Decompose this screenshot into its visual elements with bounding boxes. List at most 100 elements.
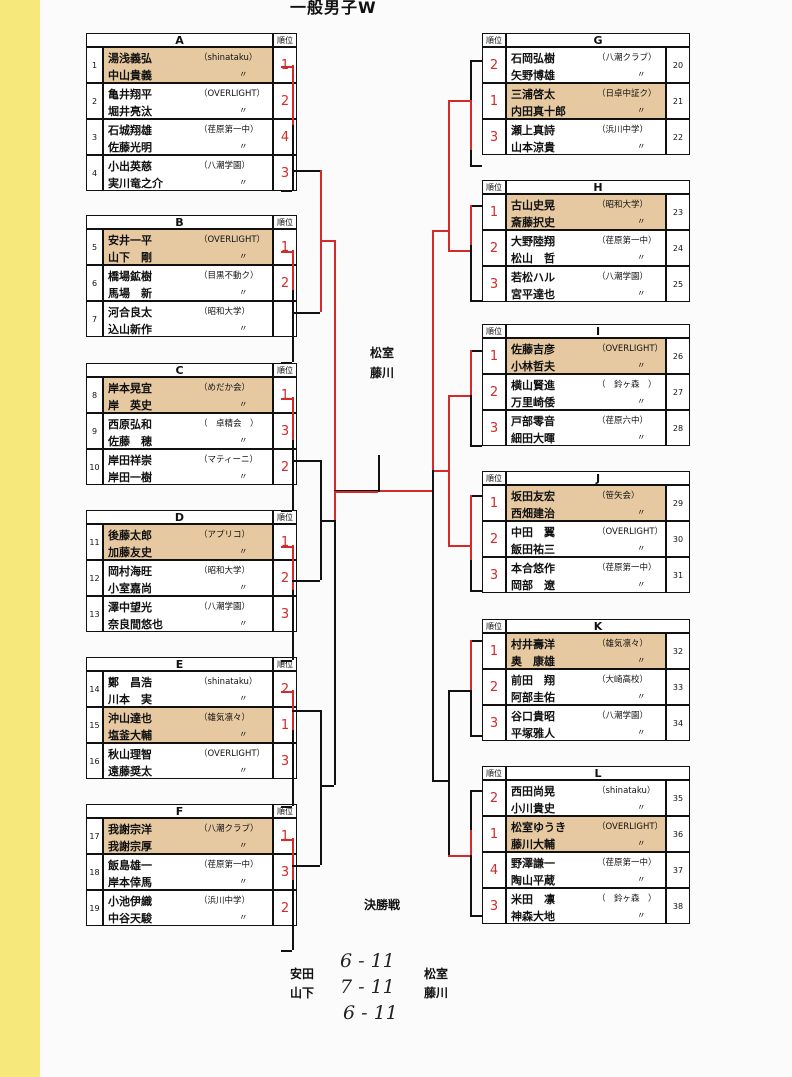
team-1-name: （荏原第一中） [199, 860, 259, 870]
pair-number: 26 [666, 338, 690, 374]
bracket-line [281, 691, 292, 693]
bracket-line [292, 398, 294, 510]
player-2-name: 馬場 新 [108, 287, 152, 300]
team-1-name: （八潮クラブ） [597, 53, 657, 63]
team-2-name: 〃 [637, 106, 646, 116]
player-2-name: 陶山平蔵 [511, 874, 555, 887]
team-2-name: 〃 [637, 508, 646, 518]
team-1-name: （雄気凛々） [597, 639, 649, 649]
bracket-line [320, 240, 334, 242]
rank-header: 順位 [482, 619, 506, 633]
player-2-name: 阿部圭佑 [511, 691, 555, 704]
pair-number: 17 [86, 818, 103, 854]
bracket-line [281, 362, 292, 364]
pair-number: 30 [666, 521, 690, 557]
bracket-line [378, 455, 380, 492]
final-right-pair: 松室 藤川 [416, 965, 456, 1001]
player-2-name: 中山貴義 [108, 69, 152, 82]
team-1-name: （浜川中学） [199, 896, 251, 906]
team-2-name: 〃 [637, 361, 646, 371]
pair-entry: 鄭 昌浩川本 実（shinataku）〃 [103, 671, 273, 707]
player-1-name: 岸田祥崇 [108, 454, 152, 467]
final-score-2: 7 - 11 [340, 976, 395, 998]
player-1-name: 村井壽洋 [511, 638, 555, 651]
bracket-line [281, 839, 292, 841]
team-1-name: （日卓中証ク） [597, 89, 657, 99]
rank-header: 順位 [482, 471, 506, 485]
player-2-name: 加藤友史 [108, 546, 152, 559]
pair-number: 14 [86, 671, 103, 707]
pair-number: 1 [86, 47, 103, 83]
pair-rank: 4 [482, 852, 506, 888]
bracket-line [470, 165, 482, 167]
player-2-name: 塩釜大輔 [108, 729, 152, 742]
pair-entry: 我謝宗洋我謝宗厚（八潮クラブ）〃 [103, 818, 273, 854]
pair-rank: 1 [482, 633, 506, 669]
team-2-name: 〃 [637, 544, 646, 554]
player-2-name: 細田大暉 [511, 432, 555, 445]
bracket-line [334, 520, 336, 785]
pair-number: 7 [86, 301, 103, 337]
pair-number: 3 [86, 119, 103, 155]
bracket-line [292, 545, 294, 590]
team-1-name: （目黒不動ク） [199, 271, 259, 281]
bracket-line [292, 65, 294, 125]
player-1-name: 中田 翼 [511, 526, 555, 539]
team-1-name: （OVERLIGHT） [199, 235, 266, 245]
pair-rank: 2 [482, 374, 506, 410]
pair-number: 32 [666, 633, 690, 669]
bracket-line [470, 495, 482, 497]
player-2-name: 西畑建治 [511, 507, 555, 520]
player-1-name: 亀井翔平 [108, 88, 152, 101]
player-2-name: 実川竜之介 [108, 177, 163, 190]
team-2-name: 〃 [637, 433, 646, 443]
player-1-name: 三浦啓太 [511, 88, 555, 101]
team-2-name: 〃 [637, 911, 646, 921]
pair-number: 20 [666, 47, 690, 83]
team-2-name: 〃 [239, 913, 248, 923]
team-1-name: （shinataku） [199, 677, 258, 687]
pair-entry: 大野陸翔松山 哲（荏原第一中）〃 [506, 230, 666, 266]
pair-entry: 小池伊織中谷天駿（浜川中学）〃 [103, 890, 273, 926]
team-2-name: 〃 [239, 547, 248, 557]
team-2-name: 〃 [637, 728, 646, 738]
bracket-line [281, 806, 292, 808]
bracket-line [470, 60, 482, 62]
pair-entry: 村井壽洋奥 康雄（雄気凛々）〃 [506, 633, 666, 669]
pair-entry: 西原弘和佐藤 穂（ 卓精会 ）〃 [103, 413, 273, 449]
pair-number: 18 [86, 854, 103, 890]
team-2-name: 〃 [239, 288, 248, 298]
player-1-name: 前田 翔 [511, 674, 555, 687]
team-1-name: （昭和大学） [199, 307, 251, 317]
player-2-name: 山下 剛 [108, 251, 152, 264]
pair-entry: 坂田友宏西畑建治（笹矢会）〃 [506, 485, 666, 521]
player-1-name: 横山賢進 [511, 379, 555, 392]
bracket-line [448, 100, 450, 250]
pair-entry: 岡村海旺小室嘉尚（昭和大学）〃 [103, 560, 273, 596]
team-2-name: 〃 [637, 580, 646, 590]
team-1-name: （ 鈴ヶ森 ） [597, 894, 657, 904]
team-2-name: 〃 [239, 400, 248, 410]
player-2-name: 奈良間悠也 [108, 618, 163, 631]
team-1-name: （めだか会） [199, 383, 251, 393]
bracket-line [470, 205, 472, 245]
pair-entry: 湯浅義弘中山貴義（shinataku）〃 [103, 47, 273, 83]
pair-entry: 岸本晃宜岸 英史（めだか会）〃 [103, 377, 273, 413]
pair-rank: 1 [482, 194, 506, 230]
player-2-name: 堀井亮汰 [108, 105, 152, 118]
block-label: J [506, 471, 690, 485]
pair-rank: 2 [482, 230, 506, 266]
bracket-line [334, 491, 378, 493]
bracket-line [448, 395, 470, 397]
pair-number: 25 [666, 266, 690, 302]
bracket-line [320, 520, 334, 522]
bracket-line [334, 240, 336, 520]
bracket-line [470, 735, 482, 737]
team-1-name: （昭和大学） [597, 200, 649, 210]
bracket-line [292, 546, 294, 660]
bracket-line [292, 170, 320, 172]
rank-header: 順位 [482, 180, 506, 194]
pair-number: 6 [86, 265, 103, 301]
player-1-name: 大野陸翔 [511, 235, 555, 248]
pair-number: 21 [666, 83, 690, 119]
